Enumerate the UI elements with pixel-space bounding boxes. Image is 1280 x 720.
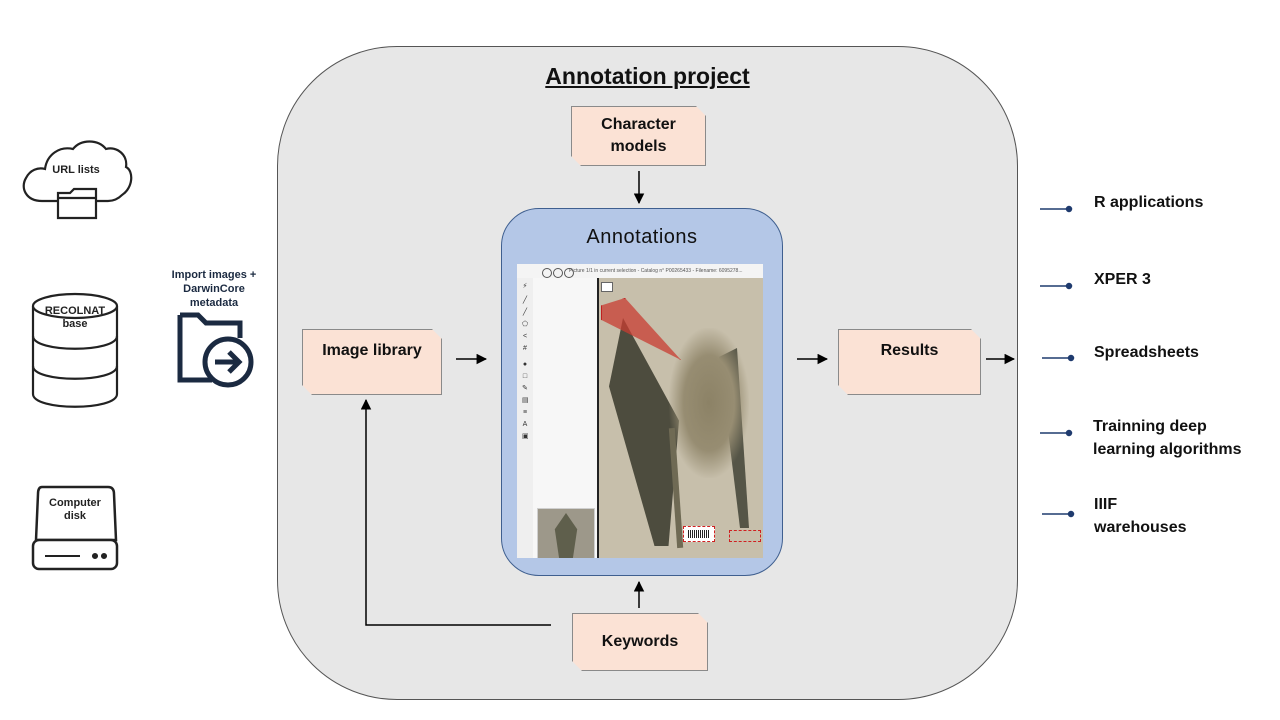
screenshot-nav-buttons (542, 266, 575, 278)
screenshot-toolbar: Picture 1/1 in current selection - Catal… (517, 264, 763, 279)
output-spreadsheets: Spreadsheets (1094, 344, 1199, 361)
screenshot-divider (597, 278, 599, 558)
specimen-barcode (683, 526, 715, 542)
character-models-box: Character models (571, 106, 706, 166)
folder-import-icon (177, 312, 254, 388)
database-icon (31, 292, 119, 408)
nav-play-icon (553, 267, 563, 278)
screenshot-sidebar (533, 278, 597, 558)
screenshot-tool-column: ⚡ ╱ ╱ ⬠ < # ● □ ✎ ▤ ≡ A ▣ (517, 278, 534, 558)
text-tool-icon: A (522, 421, 528, 428)
dropper-tool-icon: ✎ (522, 385, 528, 392)
output-xper3: XPER 3 (1094, 271, 1151, 288)
output-pins (1040, 205, 1075, 518)
pin-tool-icon: ● (522, 361, 528, 368)
results-label: Results (880, 342, 939, 359)
results-box: Results (838, 329, 981, 395)
lightning-tool-icon: ⚡ (522, 283, 528, 290)
specimen-label-box (729, 530, 761, 542)
project-title: Annotation project (545, 63, 750, 89)
copy-tool-icon: ▤ (522, 397, 529, 404)
cloud-folder-icon (22, 140, 133, 220)
import-label: Import images + DarwinCore metadata (171, 269, 257, 309)
annotations-title: Annotations (586, 226, 698, 248)
character-models-label: Character models (601, 116, 676, 155)
source-label-url-lists: URL lists (52, 164, 100, 176)
output-r-applications: R applications (1094, 194, 1204, 211)
herbarium-specimen-image (599, 278, 763, 558)
nav-next-icon (564, 267, 574, 278)
source-label-recolnat: RECOLNAT base (44, 305, 106, 330)
image-library-box: Image library (302, 329, 442, 395)
image-library-label: Image library (322, 342, 422, 359)
disk-drive-icon (31, 485, 119, 571)
polygon-tool-icon: ⬠ (522, 321, 529, 328)
list-tool-icon: ≡ (522, 409, 528, 416)
angle-tool-icon: < (522, 333, 528, 340)
nav-prev-icon (542, 267, 552, 278)
camera-tool-icon: ▣ (522, 433, 529, 440)
specimen-thumbnail (537, 508, 595, 558)
line-tool-icon: ╱ (522, 297, 528, 304)
square-tool-icon: □ (522, 373, 528, 380)
screenshot-caption: Picture 1/1 in current selection - Catal… (569, 268, 743, 274)
source-label-computer-disk: Computer disk (49, 497, 101, 522)
output-deep-learning: Trainning deep learning algorithms (1093, 418, 1242, 458)
pen-tool-icon: ╱ (522, 309, 528, 316)
minimap-icon (601, 282, 613, 292)
keywords-box: Keywords (572, 613, 708, 671)
specimen-panicle (669, 328, 749, 478)
arrow-keywords-to-library (360, 398, 551, 626)
annotation-software-screenshot: Picture 1/1 in current selection - Catal… (517, 264, 763, 558)
output-iiif-warehouses: IIIF warehouses (1094, 496, 1187, 536)
count-tool-icon: # (523, 345, 527, 352)
keywords-label: Keywords (601, 633, 679, 650)
